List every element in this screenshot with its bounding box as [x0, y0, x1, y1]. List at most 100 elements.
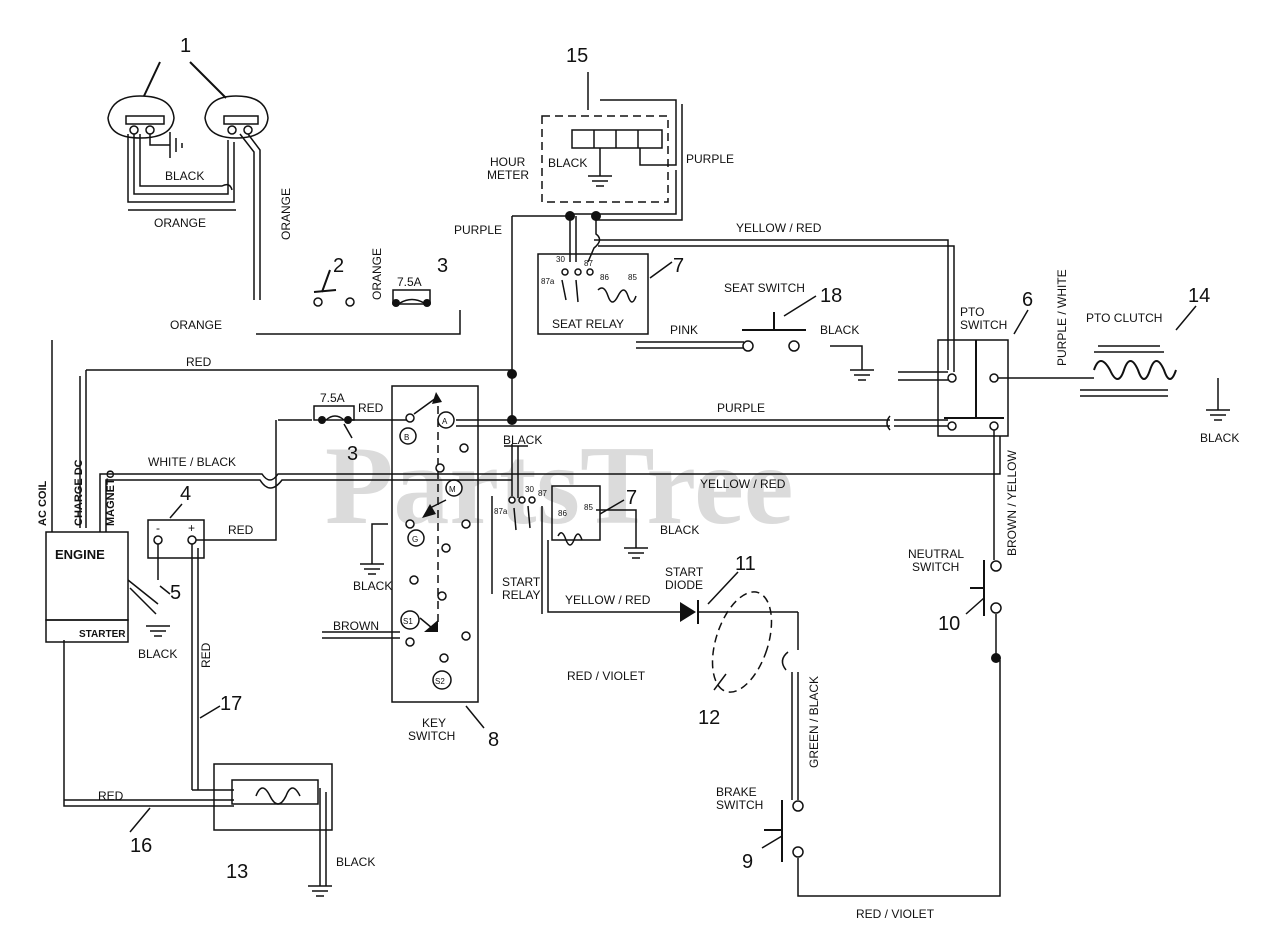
svg-text:-: - [156, 521, 160, 535]
callout-16: 16 [130, 835, 152, 857]
hour-meter [571, 72, 663, 187]
neutral-switch-label-1: NEUTRAL [908, 547, 964, 561]
wire-label-red-battery: RED [228, 523, 254, 537]
wire-label-black-clutch: BLACK [1200, 431, 1239, 445]
start-relay-label-2: RELAY [502, 588, 540, 602]
brake-switch-label-2: SWITCH [716, 798, 763, 812]
seat-relay-pin-87a: 87a [541, 277, 555, 286]
charge-dc-label: CHARGE DC [73, 459, 85, 526]
callout-3-top: 3 [437, 255, 448, 277]
wire-label-red-fuse: RED [358, 401, 384, 415]
callout-4: 4 [180, 483, 191, 505]
seat-relay [561, 216, 637, 303]
wire-label-orange-bottom: ORANGE [170, 318, 222, 332]
fuse-rating-top: 7.5A [397, 275, 422, 289]
callout-1: 1 [180, 35, 191, 57]
wire-label-red-top: RED [186, 355, 212, 369]
wire-label-yellow-red-mid: YELLOW / RED [700, 477, 786, 491]
wire-label-purple-mid: PURPLE [717, 401, 765, 415]
key-terminal-a: A [442, 417, 448, 426]
callout-14: 14 [1188, 285, 1210, 307]
neutral-switch-label-2: SWITCH [912, 560, 959, 574]
callout-5: 5 [170, 582, 181, 604]
wire-label-brown-yellow: BROWN / YELLOW [1005, 450, 1019, 556]
callout-18: 18 [820, 285, 842, 307]
wire-label-orange-vertical: ORANGE [279, 188, 293, 240]
wire-label-black-seat: BLACK [820, 323, 859, 337]
fuse-rating-left: 7.5A [320, 391, 345, 405]
pto-switch-label-1: PTO [960, 305, 984, 319]
callout-3-left: 3 [347, 443, 358, 465]
wire-label-black-meter: BLACK [548, 156, 587, 170]
wire-label-orange-fuse: ORANGE [370, 248, 384, 300]
seat-relay-pin-85: 85 [628, 273, 637, 282]
wire-label-black-key-ground: BLACK [353, 579, 392, 593]
wire-label-red-violet-mid: RED / VIOLET [567, 669, 646, 683]
key-switch-body [391, 385, 479, 703]
key-terminal-s2: S2 [435, 677, 445, 686]
pto-switch [944, 340, 1004, 431]
pto-switch-box [937, 339, 1009, 437]
hour-meter-box [541, 115, 669, 203]
starter-solenoid-internals [64, 779, 332, 897]
starter-label: STARTER [79, 629, 126, 640]
wire-label-purple-left: PURPLE [454, 223, 502, 237]
battery [147, 519, 205, 559]
ac-coil-label: AC COIL [37, 481, 49, 527]
wire-label-black-start-relay: BLACK [503, 433, 542, 447]
engine-body [45, 531, 129, 621]
wire-label-green-black: GREEN / BLACK [807, 676, 821, 768]
seat-relay-label: SEAT RELAY [552, 317, 624, 331]
start-relay-pin-85: 85 [584, 503, 593, 512]
start-relay-pin-87: 87 [538, 489, 547, 498]
seat-switch-label: SEAT SWITCH [724, 281, 805, 295]
start-relay-pin-87a: 87a [494, 507, 508, 516]
key-terminal-b: B [404, 433, 409, 442]
seat-relay-pin-86: 86 [600, 273, 609, 282]
start-diode-label-1: START [665, 565, 704, 579]
wire-label-white-black: WHITE / BLACK [148, 455, 236, 469]
wire-label-brown: BROWN [333, 619, 379, 633]
magneto-label: MAGNETO [105, 470, 117, 526]
seat-relay-pin-87: 87 [584, 259, 593, 268]
hour-meter-label-2: METER [487, 168, 529, 182]
wire-label-yellow-red-top: YELLOW / RED [736, 221, 822, 235]
start-diode [680, 571, 799, 650]
callout-15: 15 [566, 45, 588, 67]
wire-label-red-bottom: RED [98, 789, 124, 803]
wire-label-yellow-red-diode: YELLOW / RED [565, 593, 651, 607]
seat-relay-box [537, 253, 649, 335]
callout-17: 17 [220, 693, 242, 715]
headlamps [107, 61, 269, 139]
callout-10: 10 [938, 613, 960, 635]
neutral-switch [965, 430, 1002, 663]
callout-13: 13 [226, 861, 248, 883]
callout-8: 8 [488, 729, 499, 751]
wire-label-black-solenoid: BLACK [336, 855, 375, 869]
callout-6: 6 [1022, 289, 1033, 311]
wire-label-red-violet-bottom: RED / VIOLET [856, 907, 935, 921]
engine-label: ENGINE [55, 547, 105, 562]
brake-switch [761, 660, 1001, 897]
seat-switch [742, 295, 817, 352]
key-terminal-g: G [412, 535, 418, 544]
key-terminal-s1: S1 [403, 617, 413, 626]
brake-switch-label-1: BRAKE [716, 785, 757, 799]
callout-2: 2 [333, 255, 344, 277]
wire-label-black-relay-ground: BLACK [660, 523, 699, 537]
key-switch [399, 392, 471, 690]
connector-ellipse [711, 591, 773, 693]
hour-meter-label-1: HOUR [490, 155, 526, 169]
start-relay-label-1: START [502, 575, 541, 589]
start-relay-pin-86: 86 [558, 509, 567, 518]
wire-label-orange: ORANGE [154, 216, 206, 230]
start-relay [491, 444, 680, 614]
wire-label-pink: PINK [670, 323, 698, 337]
callout-11: 11 [735, 553, 756, 575]
key-switch-label-2: SWITCH [408, 729, 455, 743]
wire-label-black: BLACK [165, 169, 204, 183]
start-diode-label-2: DIODE [665, 578, 703, 592]
light-switch [313, 269, 355, 307]
callout-7-start: 7 [626, 487, 637, 509]
